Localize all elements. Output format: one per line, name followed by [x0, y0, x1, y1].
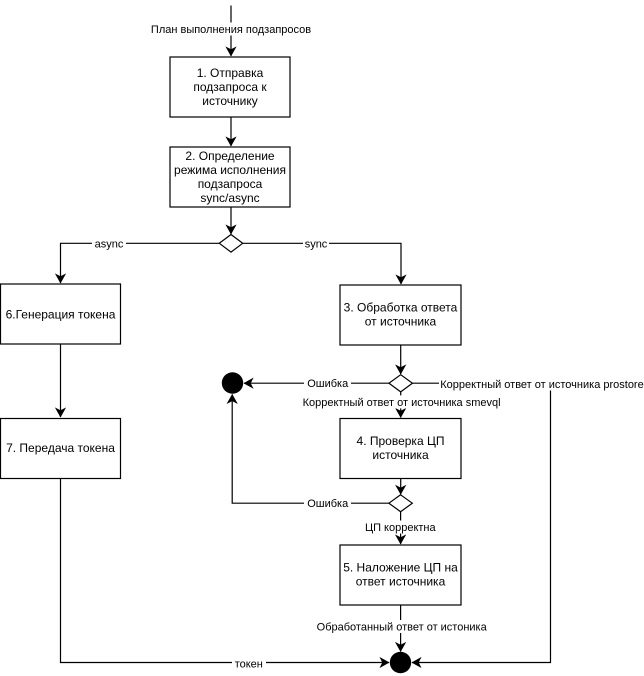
svg-text:ЦП корректна: ЦП корректна	[365, 522, 437, 534]
svg-text:токен: токен	[235, 658, 263, 670]
svg-text:от источника: от источника	[365, 315, 437, 329]
svg-text:ответ источника: ответ источника	[356, 575, 446, 589]
svg-text:3. Обработка ответа: 3. Обработка ответа	[344, 301, 458, 315]
svg-text:подзапроса: подзапроса	[198, 177, 263, 191]
svg-text:подзапроса к: подзапроса к	[193, 80, 267, 94]
svg-text:Ошибка: Ошибка	[307, 378, 349, 390]
svg-text:async: async	[95, 238, 124, 250]
svg-text:6.Генерация токена: 6.Генерация токена	[6, 308, 116, 322]
svg-text:Обработанный ответ от истоника: Обработанный ответ от истоника	[317, 622, 488, 634]
svg-text:7. Передача токена: 7. Передача токена	[6, 441, 115, 455]
svg-text:sync/async: sync/async	[200, 191, 259, 205]
svg-text:5. Наложение ЦП на: 5. Наложение ЦП на	[343, 561, 458, 575]
svg-text:источника: источника	[372, 448, 429, 462]
svg-text:2. Определение: 2. Определение	[185, 149, 275, 163]
svg-text:План выполнения подзапросов: План выполнения подзапросов	[151, 24, 311, 36]
svg-text:источнику: источнику	[202, 94, 257, 108]
svg-text:4. Проверка ЦП: 4. Проверка ЦП	[357, 434, 445, 448]
svg-text:Корректный ответ от источника: Корректный ответ от источника smevql	[303, 397, 501, 409]
svg-text:sync: sync	[305, 238, 328, 250]
svg-text:Корректный ответ от источника: Корректный ответ от источника prostore	[440, 379, 643, 391]
svg-text:1. Отправка: 1. Отправка	[197, 66, 264, 80]
svg-text:режима исполнения: режима исполнения	[174, 163, 286, 177]
svg-text:Ошибка: Ошибка	[307, 498, 349, 510]
